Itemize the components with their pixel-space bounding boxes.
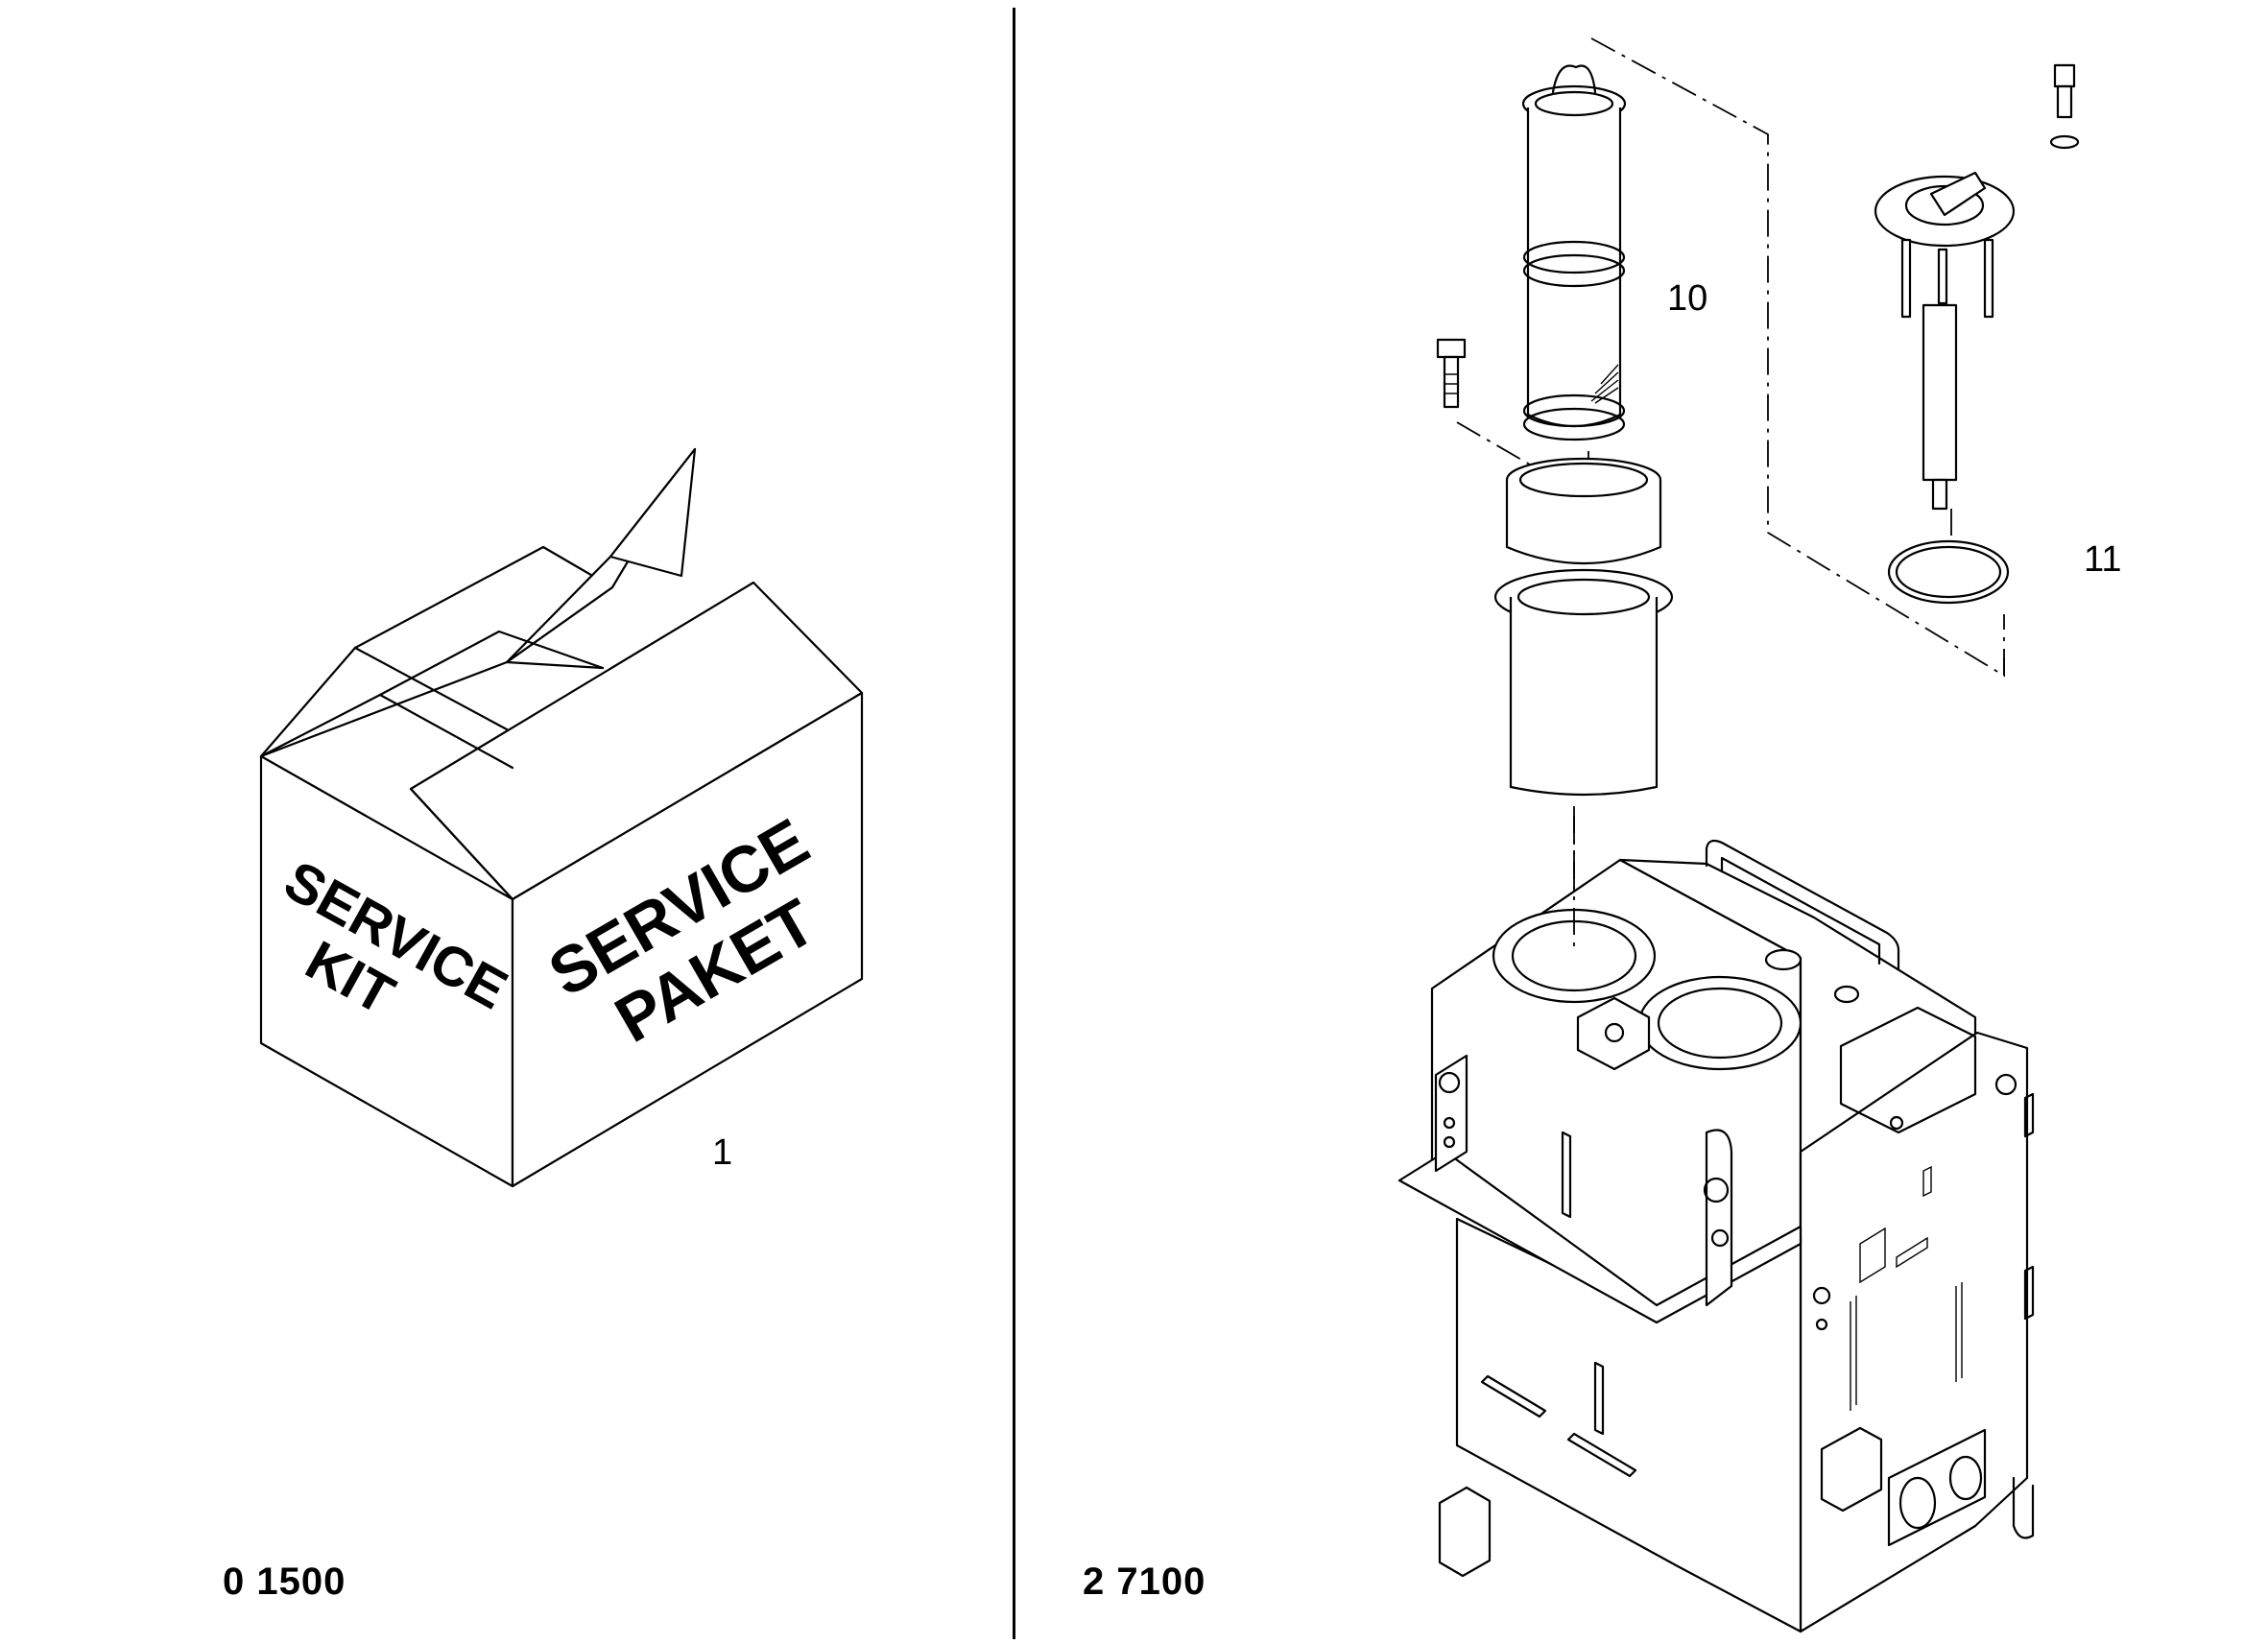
bolt-left xyxy=(1436,338,1467,409)
callout-10: 10 xyxy=(1667,278,1708,319)
adapter-ring xyxy=(1493,457,1674,797)
panel-divider xyxy=(1013,8,1015,1639)
panel-service-kit: SERVICE KIT SERVICE PAKET 1 0 1500 xyxy=(0,0,1013,1644)
tank-body xyxy=(1397,839,2035,1633)
tank-assembly-drawing xyxy=(1397,37,2080,1633)
group-code-right: 2 7100 xyxy=(1083,1561,1206,1603)
filter-element xyxy=(1521,64,1627,441)
group-code-left: 0 1500 xyxy=(223,1561,346,1603)
callout-1: 1 xyxy=(712,1132,733,1173)
level-sensor xyxy=(1874,63,2080,605)
callout-11: 11 xyxy=(2084,539,2122,580)
service-kit-box-drawing: SERVICE KIT SERVICE PAKET xyxy=(259,447,864,1188)
panel-tank-assembly: 10 11 2 7100 xyxy=(1015,0,2268,1644)
